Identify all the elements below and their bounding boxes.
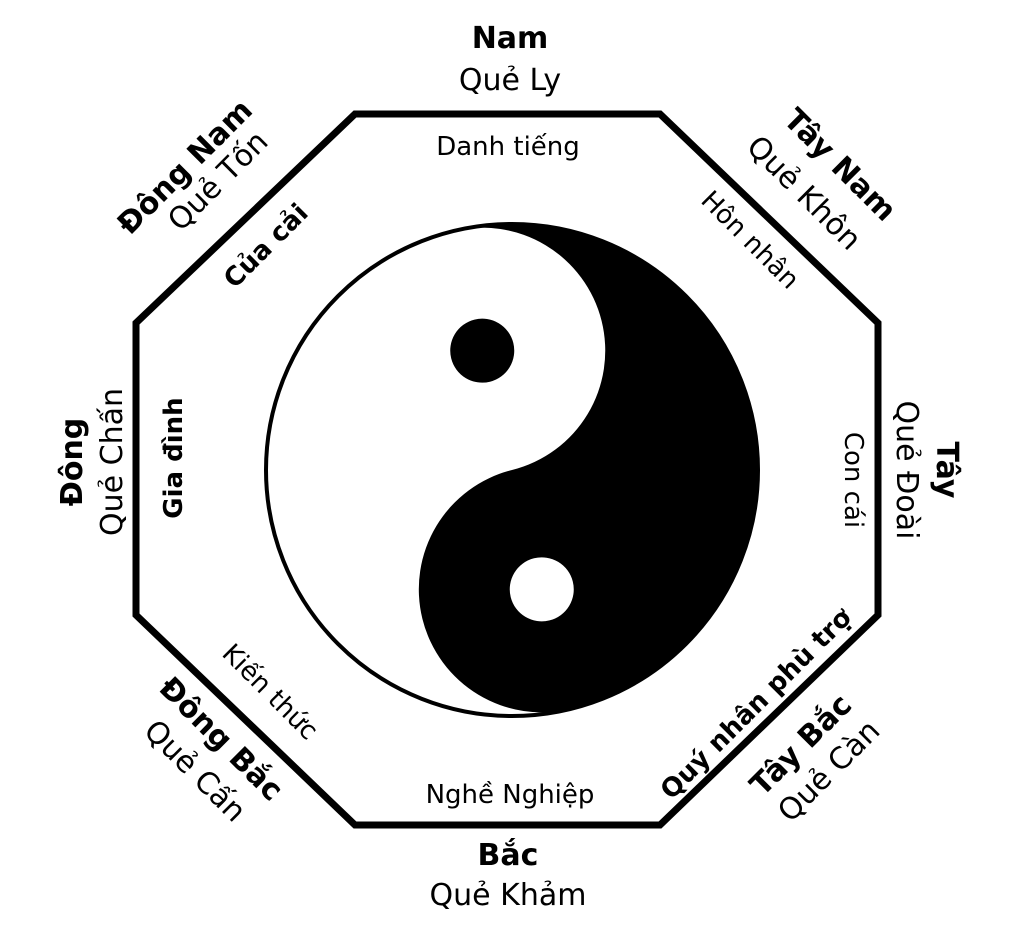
sector-north: Nghề Nghiệp Bắc Quẻ Khảm <box>426 780 595 913</box>
trigram-label: Quẻ Ly <box>459 63 561 98</box>
sector-east: Đông Quẻ Chấn Gia đình <box>55 388 189 536</box>
life-area-label: Của cải <box>218 198 315 295</box>
yang-dot <box>509 557 574 622</box>
sector-southeast: Đông Nam Quẻ Tốn Của cải <box>111 93 315 295</box>
direction-label: Đông <box>55 418 90 507</box>
life-area-label: Gia đình <box>159 397 189 518</box>
octagon-frame <box>132 110 882 829</box>
sector-northeast: Kiến thức Đông Bắc Quẻ Cấn <box>137 638 324 829</box>
yin-yang-symbol <box>264 222 760 718</box>
yin-dot <box>450 318 515 383</box>
sector-west: Con cái Quẻ Đoài Tây <box>838 401 964 540</box>
trigram-label: Quẻ Khảm <box>430 878 587 913</box>
life-area-label: Nghề Nghiệp <box>426 780 595 810</box>
life-area-label: Con cái <box>838 432 868 528</box>
direction-label: Bắc <box>478 837 539 873</box>
sector-south: Nam Quẻ Ly Danh tiếng <box>436 21 580 162</box>
sector-southwest: Tây Nam Quẻ Khôn Hôn nhân <box>695 102 903 295</box>
trigram-label: Quẻ Đoài <box>889 401 924 540</box>
yin-half <box>418 224 758 713</box>
trigram-label: Quẻ Chấn <box>95 388 130 536</box>
life-area-label: Danh tiếng <box>436 132 580 162</box>
direction-label: Nam <box>472 21 549 56</box>
direction-label: Tây <box>929 442 964 499</box>
